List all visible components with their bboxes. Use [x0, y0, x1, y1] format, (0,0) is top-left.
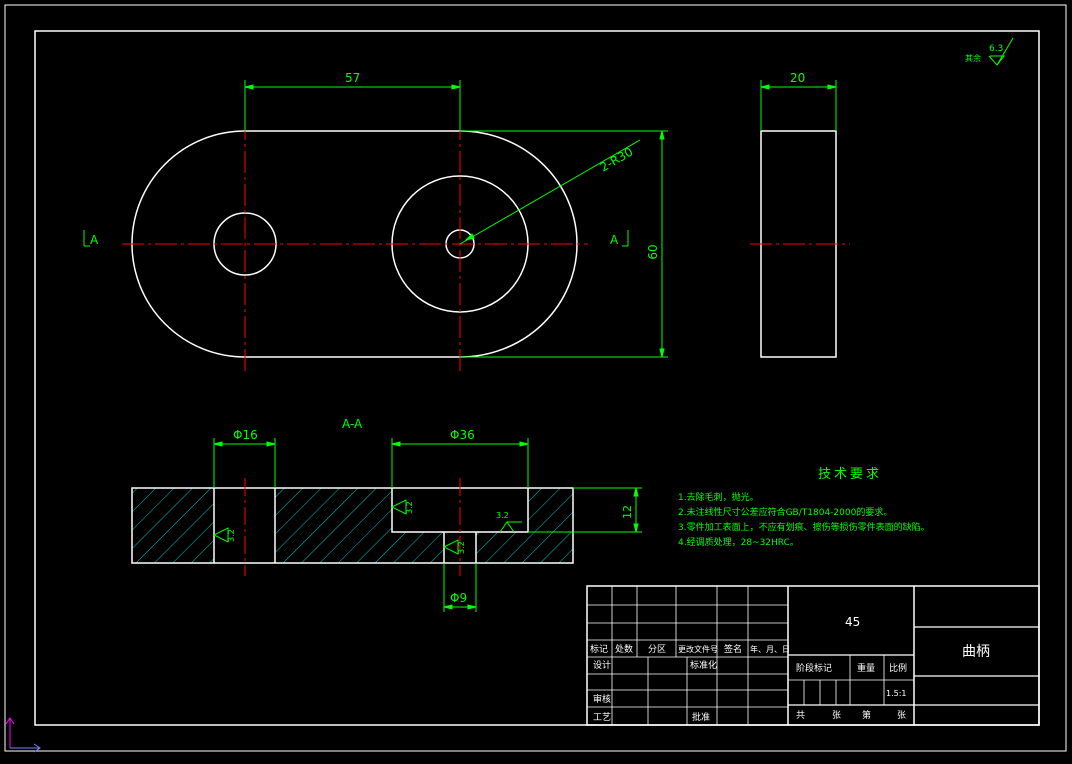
dim-radius: 2-R30 [598, 145, 636, 175]
label-approve: 批准 [692, 711, 710, 723]
section-mark-right: A [610, 233, 619, 247]
dim-center-distance: 57 [345, 71, 360, 85]
section-title: A-A [342, 417, 363, 431]
tech-requirement-item: 1.去除毛刺，抛光。 [678, 491, 759, 503]
outer-border [4, 4, 1067, 752]
dim-large-bore: Φ36 [450, 428, 475, 442]
label-sheet-unit-1: 张 [832, 710, 841, 721]
title-block [586, 585, 1040, 726]
header-date: 年、月、日 [750, 644, 790, 654]
label-total: 共 [796, 710, 805, 721]
dim-bottom-hole: Φ9 [450, 591, 467, 605]
label-design: 设计 [593, 659, 611, 671]
roughness-bottom-hole: 3.2 [457, 541, 466, 554]
label-process: 工艺 [593, 712, 611, 723]
section-arrow-icon [83, 230, 629, 247]
inner-frame [34, 30, 1040, 726]
label-sheet-no: 第 [862, 709, 871, 721]
roughness-symbol-icon: 6.3 其余 [965, 37, 1014, 66]
header-sign: 签名 [724, 643, 742, 655]
roughness-bore-wall: 3.2 [496, 511, 509, 520]
label-scale: 比例 [889, 662, 907, 674]
front-centerlines [122, 118, 588, 372]
roughness-small-hole: 3.2 [227, 529, 236, 542]
dim-side-thickness: 20 [790, 71, 805, 85]
roughness-symbol-icon [212, 499, 522, 555]
front-view: 57 60 2-R30 A A [83, 71, 668, 372]
tech-requirements: 技术要求 1.去除毛刺，抛光。 2.未注线性尺寸公差应符合GB/T1804-20… [678, 467, 930, 548]
label-weight: 重量 [857, 662, 875, 674]
dim-overall-height: 60 [646, 244, 660, 259]
tech-requirement-item: 2.未注线性尺寸公差应符合GB/T1804-2000的要求。 [678, 506, 892, 518]
header-zone: 分区 [648, 644, 666, 655]
label-sheet-unit-2: 张 [897, 710, 906, 721]
label-review: 审核 [593, 693, 611, 705]
header-count: 处数 [615, 643, 633, 655]
roughness-corner-label: 其余 [965, 53, 981, 63]
scale-value: 1.5:1 [886, 689, 907, 698]
title-block-text: 45 曲柄 标记 处数 分区 更改文件号 签名 年、月、日 设计 标准化 审核 … [590, 615, 990, 723]
material: 45 [845, 615, 860, 629]
side-view: 20 [750, 71, 850, 358]
label-stage-mark: 阶段标记 [796, 662, 832, 674]
header-mark: 标记 [590, 643, 608, 655]
dim-small-hole: Φ16 [233, 428, 258, 442]
ucs-icon [5, 717, 41, 753]
part-name: 曲柄 [962, 644, 990, 660]
tech-requirement-item: 4.经调质处理，28~32HRC。 [678, 536, 799, 548]
section-mark-left: A [90, 233, 99, 247]
tech-requirement-item: 3.零件加工表面上，不应有划痕、擦伤等损伤零件表面的缺陷。 [678, 521, 930, 533]
roughness-bore-bottom: 3.2 [405, 501, 414, 514]
header-change-doc: 更改文件号 [678, 644, 718, 654]
dim-section-thickness: 12 [621, 505, 634, 519]
section-view: A-A Φ16 [131, 417, 642, 612]
tech-requirements-title: 技术要求 [818, 467, 882, 482]
roughness-corner-value: 6.3 [989, 44, 1003, 54]
label-standardization: 标准化 [690, 659, 717, 671]
